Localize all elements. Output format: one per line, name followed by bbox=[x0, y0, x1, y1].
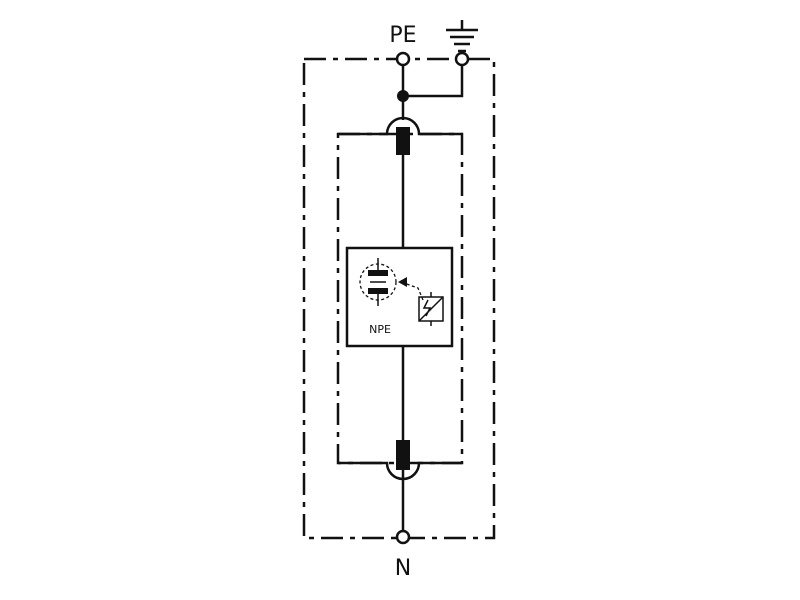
ground-terminal bbox=[454, 51, 470, 67]
top-plug-contact bbox=[338, 116, 462, 248]
earth-ground-icon bbox=[446, 20, 478, 54]
npe-module-box bbox=[345, 246, 454, 348]
thermal-link-arrow bbox=[398, 277, 424, 301]
ground-link-wire bbox=[403, 65, 464, 98]
pe-terminal-label: PE bbox=[389, 23, 416, 48]
bottom-plug-contact bbox=[338, 346, 462, 531]
n-terminal-label: N bbox=[395, 556, 411, 581]
thermal-disconnector-icon bbox=[418, 292, 444, 326]
npe-module-label: NPE bbox=[369, 323, 391, 336]
n-terminal bbox=[395, 529, 411, 545]
gas-discharge-tube-icon bbox=[359, 258, 397, 306]
pe-terminal bbox=[395, 51, 411, 67]
